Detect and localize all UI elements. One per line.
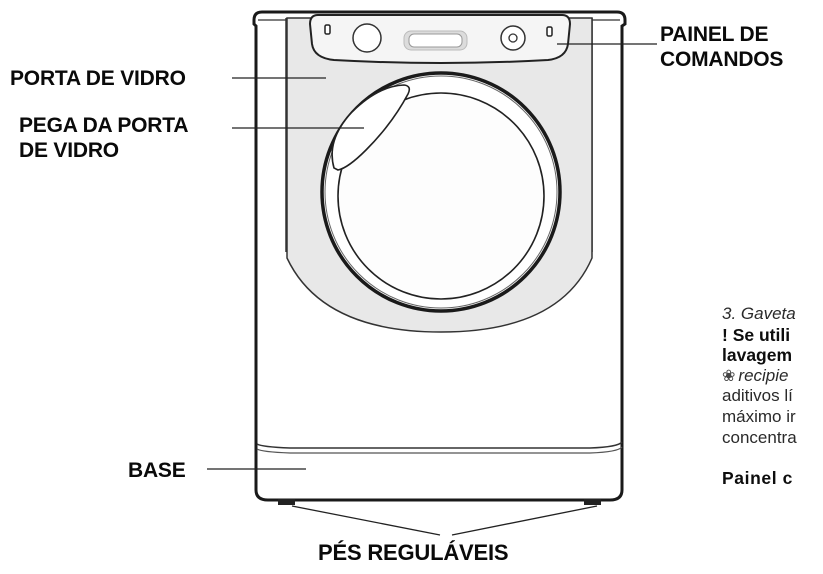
label-control-panel: PAINEL DE COMANDOS (660, 22, 783, 72)
side-text-warning: ! Se utili (722, 324, 791, 345)
label-glass-door: PORTA DE VIDRO (10, 67, 186, 90)
side-text-column: 3. Gaveta ! Se utili lavagem ❀recipie ad… (722, 304, 823, 488)
glass-door (320, 71, 562, 313)
label-door-handle: PEGA DA PORTA DE VIDRO (19, 113, 188, 163)
program-knob-icon (352, 23, 382, 53)
display-icon (408, 33, 463, 48)
side-text-line: 3. Gaveta (722, 304, 796, 323)
side-text-line: concentra (722, 427, 797, 447)
left-foot (278, 499, 295, 505)
side-text-line: lavagem (722, 345, 793, 366)
right-foot (584, 499, 601, 505)
label-control-panel-line2: COMANDOS (660, 48, 784, 71)
side-text-line: aditivos lí (722, 386, 793, 406)
label-control-panel-line1: PAINEL DE (660, 23, 769, 46)
right-indicator-icon (546, 26, 553, 37)
flower-icon: ❀ (722, 367, 736, 385)
label-base: BASE (128, 459, 186, 482)
side-text-line: ❀recipie (722, 366, 823, 387)
side-text-heading: Painel c (722, 468, 793, 488)
side-text-fragment: recipie (738, 365, 789, 385)
door-handle (331, 84, 411, 171)
leader-lines (207, 43, 657, 536)
side-text-line: máximo ir (722, 406, 796, 426)
base-section (256, 441, 623, 454)
label-door-handle-line2: DE VIDRO (19, 139, 119, 162)
label-adjustable-feet: PÉS REGULÁVEIS (318, 540, 509, 565)
left-indicator-icon (324, 24, 331, 35)
control-panel (308, 14, 572, 64)
label-door-handle-line1: PEGA DA PORTA (19, 114, 189, 137)
